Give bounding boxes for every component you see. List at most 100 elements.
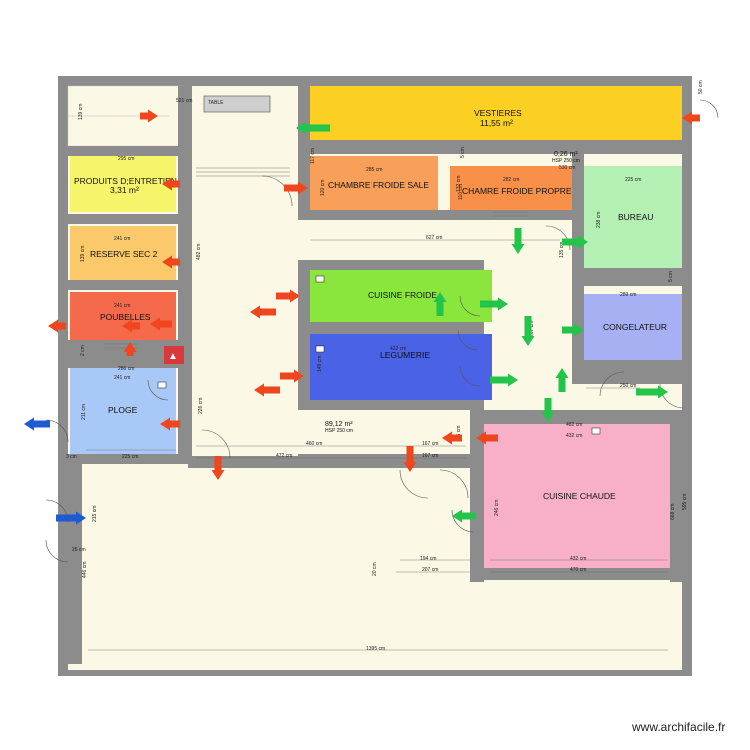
flow-arrow-red	[140, 109, 158, 123]
flow-arrow-green	[562, 235, 588, 249]
wall-segment	[572, 268, 682, 286]
dim: 286 cm	[118, 366, 134, 372]
room-reserve	[70, 226, 176, 280]
label-vestieres: VESTIERES	[474, 108, 522, 118]
flow-arrow-red	[250, 305, 276, 319]
wall-segment	[470, 410, 682, 424]
dim: 105 cm	[456, 426, 462, 442]
dim: 238 cm	[596, 212, 602, 228]
dim: 167 cm	[422, 453, 438, 459]
label-cuisine-chaude: CUISINE CHAUDE	[543, 491, 616, 501]
flow-arrow-green	[541, 398, 555, 422]
dim: 285 cm	[366, 167, 382, 173]
flow-arrow-red	[276, 289, 300, 303]
label-cuisine-froide: CUISINE FROIDE	[368, 290, 437, 300]
label-legumerie: LEGUMERIE	[380, 350, 430, 360]
dim: 207 cm	[529, 321, 535, 337]
flow-arrow-green	[296, 121, 330, 135]
dim: 167 cm	[422, 441, 438, 447]
flow-arrow-blue	[56, 511, 86, 525]
table-label: TABLE	[208, 100, 224, 106]
flow-arrow-green	[452, 509, 476, 523]
dim: 211 cm	[81, 404, 87, 420]
flow-arrow-green	[490, 373, 518, 387]
dim: 282 cm	[503, 177, 519, 183]
flow-arrow-green	[521, 316, 535, 346]
wall-segment	[298, 210, 580, 220]
dim: 25 cm	[72, 547, 86, 553]
dim: 226 cm	[198, 398, 204, 414]
grille-hatch	[104, 167, 528, 349]
fire-extinguisher-glyph: ▲	[168, 351, 178, 362]
wall-segment	[68, 214, 188, 224]
dim: 50 cm	[698, 80, 704, 94]
dim: 110 cm	[458, 184, 464, 200]
room-cuisine-chaude	[484, 424, 670, 568]
dim: 132 cm	[456, 176, 462, 192]
hsp-small: HSP 250 cm	[552, 158, 580, 164]
area-small: 0,26 m²	[554, 151, 578, 158]
flow-arrow-blue	[24, 417, 50, 431]
flow-arrows	[24, 109, 700, 525]
sink-icons	[157, 275, 601, 435]
flow-arrow-red	[476, 431, 498, 445]
label-bureau: BUREAU	[618, 212, 653, 222]
flow-arrow-red	[284, 181, 308, 195]
room-legumerie	[310, 334, 492, 400]
dim: 20 cm	[372, 562, 378, 576]
dim: 289 cm	[620, 292, 636, 298]
dim: 472 cm	[276, 453, 292, 459]
table	[203, 95, 271, 113]
flow-arrow-red	[280, 369, 304, 383]
label-congelateur: CONGELATEUR	[603, 322, 667, 332]
dim: 295 cm	[118, 156, 134, 162]
dim: 422 cm	[390, 346, 406, 352]
flow-arrow-red	[162, 255, 180, 269]
dim: 460 cm	[306, 441, 322, 447]
flow-arrow-red	[150, 317, 172, 331]
dim: 5 cm	[668, 271, 674, 282]
room-vestieres	[310, 86, 682, 140]
dim: 470 cm	[570, 567, 586, 573]
dim: 241 cm	[114, 236, 130, 242]
dim: 2 cm	[80, 345, 86, 356]
wall-segment	[572, 360, 682, 384]
flow-arrow-red	[254, 383, 280, 397]
flow-arrow-green	[636, 385, 668, 399]
room-cuisine-froide	[310, 270, 492, 322]
dimension-texts: 139 cm 521 cm 50 cm 295 cm 117 cm 285 cm…	[66, 80, 704, 652]
corridor-floor	[192, 86, 298, 456]
dim: 446 cm	[82, 562, 88, 578]
room-congelateur	[584, 294, 682, 360]
door-swings	[45, 99, 719, 563]
dim: 482 cm	[566, 422, 582, 428]
dim: 250 cm	[620, 383, 636, 389]
flow-arrow-green	[511, 228, 525, 254]
flow-arrow-red	[123, 342, 137, 356]
room-chambre-froide-sale	[310, 156, 438, 210]
dim: 194 cm	[420, 556, 436, 562]
dim: 241 cm	[114, 303, 130, 309]
corridor-floor	[484, 580, 670, 664]
dim: 432 cm	[566, 433, 582, 439]
dim: 482 cm	[196, 244, 202, 260]
dim: 432 cm	[570, 556, 586, 562]
dim: 521 cm	[176, 98, 192, 104]
room-produits	[70, 156, 176, 212]
dim: 5 cm	[460, 147, 466, 158]
wall-segment	[68, 146, 188, 156]
area-vestieres: 11,55 m²	[480, 118, 513, 128]
wall-segment	[572, 286, 584, 362]
watermark: www.archifacile.fr	[632, 720, 726, 734]
label-chambre-froide-propre: CHAMRE FROIDE PROPRE	[462, 186, 572, 196]
label-produits: PRODUITS D;ENTRETIEN	[74, 176, 177, 186]
wall-segment	[298, 140, 682, 154]
room-poubelles	[70, 292, 176, 340]
flow-arrow-red	[403, 446, 417, 472]
dim: 595 cm	[682, 494, 688, 510]
flow-arrow-red	[682, 111, 700, 125]
dimension-lines	[86, 239, 668, 651]
dim: 225 cm	[122, 454, 138, 460]
dim: 241 cm	[114, 375, 130, 381]
wall-segment	[670, 410, 682, 580]
